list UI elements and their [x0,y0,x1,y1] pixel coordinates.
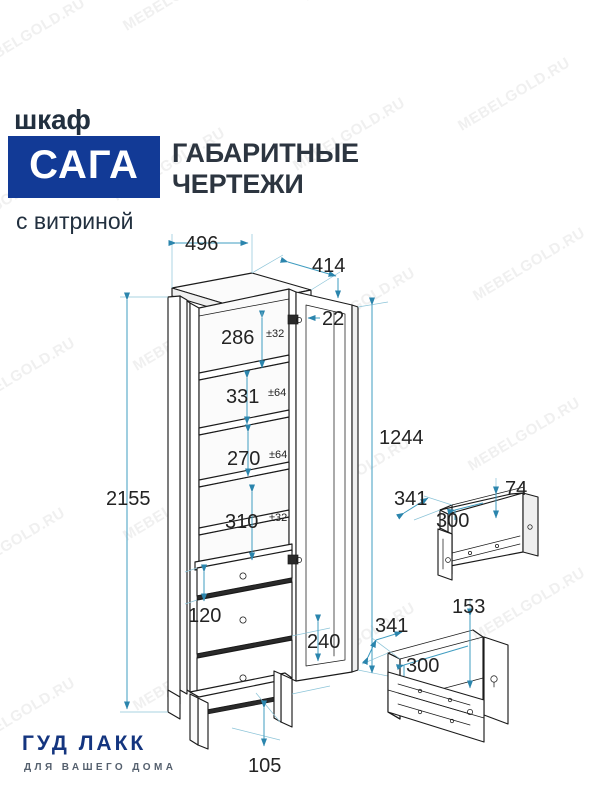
product-variant-label: с витриной [16,208,134,234]
page-title-line2: ЧЕРТЕЖИ [172,168,304,199]
dim-shelf-gap-2-tol: ±64 [268,387,286,399]
dim-shelf-gap-3: 270 [227,448,260,470]
cabinet-legs [167,295,293,750]
dim-leg-height: 105 [248,755,281,777]
dim-shelf-gap-3-tol: ±64 [269,449,287,461]
drawer-detail-small: 341 300 74 [394,478,539,581]
drawer-detail-large: 341 300 153 [361,596,509,743]
company-brand: ГУД ЛАКК [22,732,147,755]
dim-shelf-gap-1-tol: ±32 [266,328,284,340]
model-logo-box: САГА [8,136,160,198]
cabinet-drawer-stack [196,549,293,717]
dim-drawer-front-small: 120 [188,605,221,627]
cabinet-main-view [167,272,359,750]
dim-shelf-gap-2: 331 [226,386,259,408]
dim-drawer-small-inner: 300 [436,510,469,532]
dim-shelf-gap-4: 310 [225,511,258,533]
dimension-set-cabinet: 496 414 2155 1244 22 286 ±32 [106,233,424,777]
dim-drawer-small-outer: 341 [394,488,427,510]
cabinet-bottom-rail [189,672,293,698]
dim-drawer-large-outer: 341 [375,615,408,637]
page-title: ГАБАРИТНЫЕ ЧЕРТЕЖИ [172,138,422,200]
product-type-label: шкаф [14,104,91,135]
dim-door-thickness: 22 [322,308,344,330]
drawer-detail-knob [445,557,451,563]
sheet-footer: ГУД ЛАКК ДЛЯ ВАШЕГО ДОМА [0,720,600,800]
dim-shelf-gap-4-tol: ±32 [269,512,287,524]
dim-drawer-small-height: 74 [505,478,527,500]
dim-drawer-front-large: 240 [307,631,340,653]
dim-cabinet-width: 496 [185,233,218,255]
dim-cabinet-total-height: 2155 [106,488,151,510]
dim-drawer-large-inner: 300 [406,655,439,677]
cabinet-shelves [198,298,290,536]
drawer-knob[interactable] [239,616,247,624]
drawer-knob[interactable] [239,572,247,580]
cabinet-glass-door[interactable] [287,291,359,682]
door-hinge-top [287,314,299,325]
company-tagline: ДЛЯ ВАШЕГО ДОМА [24,762,177,773]
door-hinge-bottom [287,554,299,565]
dim-cabinet-depth: 414 [312,255,345,277]
model-name-label: САГА [29,143,139,187]
page-title-line1: ГАБАРИТНЫЕ [172,138,359,168]
sheet-header: шкаф САГА с витриной ГАБАРИТНЫЕ ЧЕРТЕЖИ [0,0,600,240]
dim-door-height: 1244 [379,427,424,449]
dim-shelf-gap-1: 286 [221,327,254,349]
dim-drawer-large-height: 153 [452,596,485,618]
